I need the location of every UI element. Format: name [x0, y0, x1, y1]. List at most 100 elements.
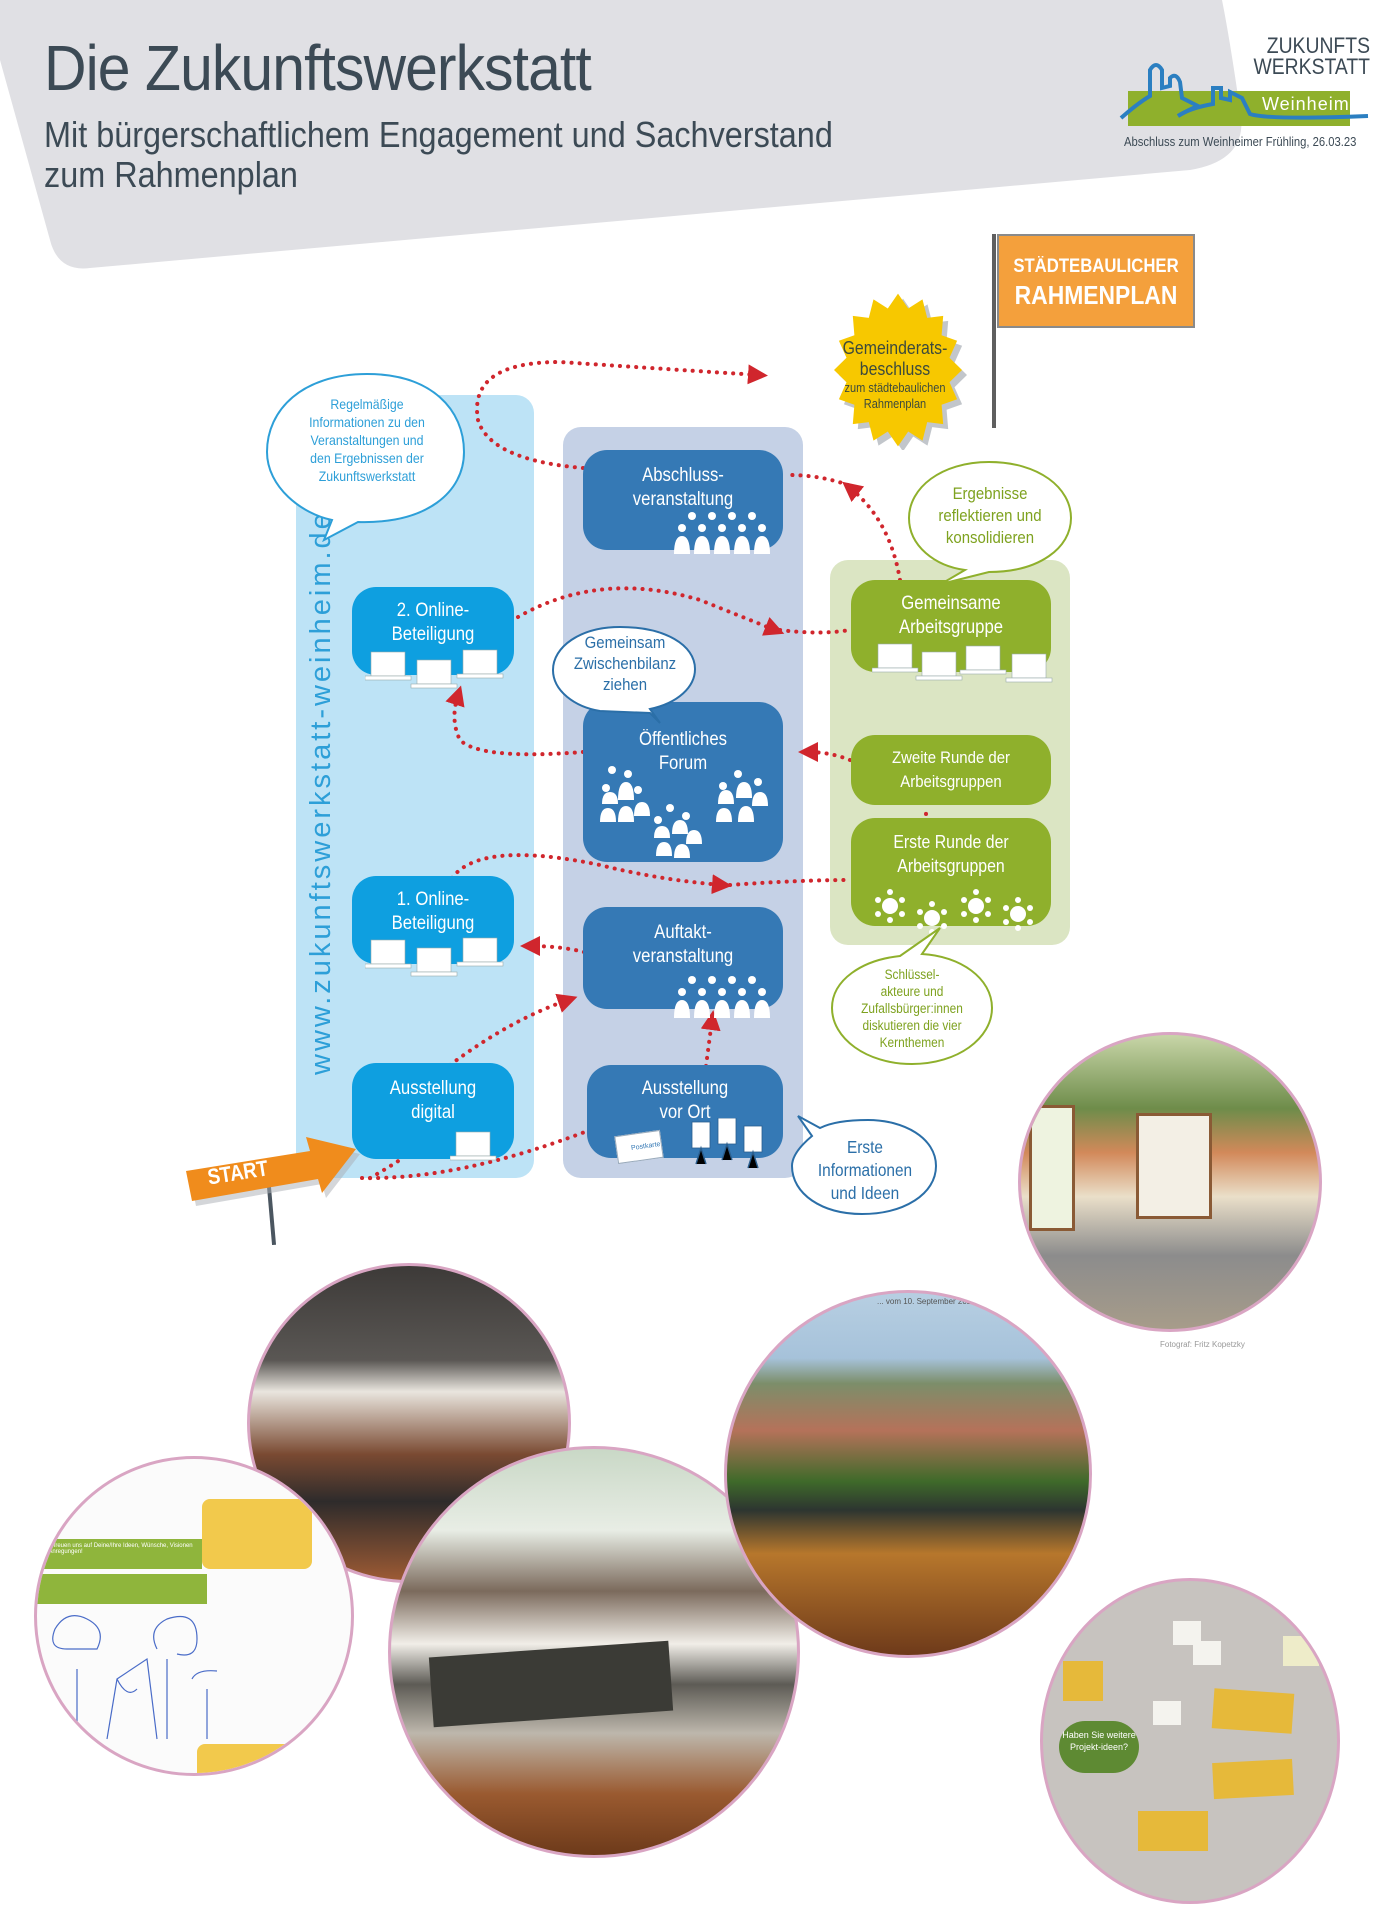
- photo-board: [1136, 1113, 1212, 1219]
- interim-speech-bubble: [551, 625, 697, 724]
- pinboard-bubble: Haben Sie weitere Projekt-ideen?: [1059, 1721, 1139, 1773]
- photo-credit: Fotograf: Fritz Kopetzky: [1160, 1340, 1245, 1349]
- goal-flag: STÄDTEBAULICHER RAHMENPLAN: [997, 234, 1195, 328]
- step-round2-line-1: Zweite Runde der: [891, 748, 1011, 767]
- results-line: reflektieren und: [938, 506, 1042, 525]
- group-clusters-icon: [600, 766, 768, 858]
- first-info-bubble-text: Erste Informationen und Ideen: [803, 1136, 926, 1205]
- subtitle-line-2: zum Rahmenplan: [44, 154, 298, 195]
- first-info-line: Informationen: [817, 1160, 913, 1180]
- sticky-note: [1211, 1688, 1295, 1734]
- key-actors-line: akteure und: [880, 984, 944, 999]
- results-speech-bubble: [907, 460, 1073, 584]
- step-joint-line-2: Arbeitsgruppe: [898, 617, 1004, 638]
- photo-stage-event: ... vom 10. September 2022: [724, 1290, 1092, 1658]
- child-drawing-icon: [52, 1615, 218, 1740]
- logo-caption: Abschluss zum Weinheimer Frühling, 26.03…: [1124, 135, 1357, 149]
- step-exhibition-digital-line-1: Ausstellung: [389, 1078, 477, 1099]
- photo-board: [1029, 1105, 1075, 1231]
- sticky-note: [1153, 1701, 1181, 1725]
- laptop-icon: [450, 1131, 497, 1161]
- results-bubble-text: Ergebnisse reflektieren und konsolidiere…: [921, 483, 1058, 549]
- laptops-icon: [365, 649, 504, 689]
- step-online-1-line-2: Beteiligung: [391, 913, 475, 934]
- postcard-yellow-note: [202, 1499, 312, 1569]
- info-speech-bubble: [265, 372, 466, 542]
- step-online-1-line-1: 1. Online-: [396, 889, 470, 910]
- council-line-2: beschluss: [859, 359, 931, 379]
- first-info-speech-bubble: [790, 1115, 938, 1216]
- step-public-forum[interactable]: Öffentliches Forum: [583, 702, 783, 862]
- council-decision-starburst-icon: [834, 293, 967, 450]
- sticky-note: [1193, 1641, 1221, 1665]
- laptops-icon: [872, 643, 1053, 683]
- key-actors-speech-bubble: [830, 927, 994, 1066]
- page-subtitle: Mit bürgerschaftlichem Engagement und Sa…: [44, 115, 908, 195]
- info-bubble-text: Regelmäßige Informationen zu den Veranst…: [283, 395, 450, 485]
- photo-pinboard: Haben Sie weitere Projekt-ideen?: [1040, 1578, 1340, 1904]
- start-arrow-sign-icon: [186, 1137, 360, 1245]
- step-exhibition-digital-line-2: digital: [411, 1102, 455, 1123]
- step-kickoff-event[interactable]: Auftakt- veranstaltung: [583, 907, 783, 1009]
- goal-flag-line-2: RAHMENPLAN: [1014, 280, 1178, 310]
- postcard-label: Postkarte: [630, 1141, 661, 1153]
- info-line: Zukunftswerkstatt: [318, 468, 416, 484]
- info-line: Informationen zu den: [309, 414, 425, 430]
- key-actors-line: Zufallsbürger:innen: [861, 1001, 963, 1016]
- step-onsite-line-1: Ausstellung: [641, 1078, 729, 1099]
- interim-bubble-text: Gemeinsam Zwischenbilanz ziehen: [563, 632, 686, 695]
- logo-line-2: WERKSTATT: [1253, 54, 1370, 79]
- key-actors-bubble-text: Schlüssel- akteure und Zufallsbürger:inn…: [842, 966, 983, 1051]
- step-closing-line-1: Abschluss-: [642, 465, 724, 486]
- logo-skyline-icon: [1119, 63, 1369, 126]
- postcard-caption: Wir freuen uns auf Deine/Ihre Ideen, Wün…: [43, 1543, 193, 1555]
- logo-place: Weinheim: [1262, 94, 1350, 114]
- stage-caption: ... vom 10. September 2022: [877, 1297, 976, 1306]
- photo-onsite-exhibition: [1018, 1032, 1322, 1332]
- step-online-2-line-1: 2. Online-: [396, 600, 470, 621]
- postcard-banner: [37, 1539, 202, 1569]
- key-actors-line: Kernthemen: [879, 1035, 945, 1050]
- key-actors-line: Schlüssel-: [884, 967, 940, 982]
- photo-workshop-table: [388, 1446, 800, 1858]
- round-tables-icon: [875, 889, 1033, 934]
- interim-line: Zwischenbilanz: [573, 654, 677, 673]
- subtitle-line-1: Mit bürgerschaftlichem Engagement und Sa…: [44, 114, 833, 155]
- interim-line: Gemeinsam: [584, 633, 666, 652]
- step-kickoff-line-1: Auftakt-: [654, 922, 712, 943]
- step-kickoff-line-2: veranstaltung: [632, 946, 734, 967]
- step-workgroups-round-2[interactable]: Zweite Runde der Arbeitsgruppen: [851, 735, 1051, 805]
- header-background: [0, 0, 1242, 269]
- interim-line: ziehen: [602, 675, 648, 694]
- step-forum-line-2: Forum: [658, 753, 708, 774]
- sticky-note: [1138, 1811, 1208, 1851]
- step-online-2-line-2: Beteiligung: [391, 624, 475, 645]
- goal-flag-line-1: STÄDTEBAULICHER: [1013, 256, 1179, 277]
- audience-icon: [674, 976, 770, 1018]
- info-line: Regelmäßige: [330, 396, 404, 412]
- step-closing-line-2: veranstaltung: [632, 489, 734, 510]
- photo-postcard: Wir freuen uns auf Deine/Ihre Ideen, Wün…: [34, 1456, 354, 1776]
- first-info-line: Erste: [847, 1137, 883, 1157]
- sticky-note: [1063, 1661, 1103, 1701]
- audience-icon: [674, 512, 770, 554]
- flag-pole: [992, 234, 996, 428]
- info-line: den Ergebnissen der: [310, 450, 424, 466]
- page-title: Die Zukunftswerkstatt: [44, 32, 592, 104]
- postcard-yellow-note: [197, 1744, 307, 1773]
- results-line: konsolidieren: [945, 528, 1035, 547]
- council-line-3: zum städtebaulichen: [844, 381, 946, 395]
- website-url[interactable]: www.zukunftswerkstatt-weinheim.de: [305, 510, 337, 1075]
- logo-line-1: ZUKUNFTS: [1266, 33, 1370, 58]
- easels-icon: [691, 1118, 763, 1169]
- photo-aerial-map: [428, 1640, 674, 1728]
- step-forum-line-1: Öffentliches: [639, 729, 727, 750]
- council-line-1: Gemeinderats-: [842, 338, 948, 358]
- first-info-line: und Ideen: [830, 1183, 900, 1203]
- council-decision: Gemeinderats- beschluss zum städtebaulic…: [810, 338, 980, 412]
- info-line: Veranstaltungen und: [310, 432, 424, 448]
- laptops-icon: [365, 937, 504, 977]
- step-closing-event[interactable]: Abschluss- veranstaltung: [583, 450, 783, 550]
- step-round2-line-2: Arbeitsgruppen: [900, 772, 1002, 791]
- step-round1-line-1: Erste Runde der: [893, 832, 1009, 852]
